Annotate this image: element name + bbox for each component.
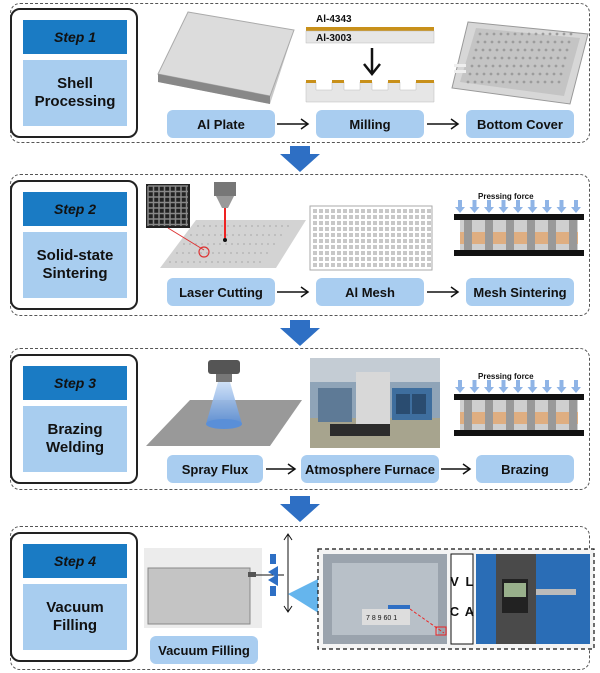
flow-arrow bbox=[441, 463, 472, 475]
step3-header: Step 3 bbox=[23, 366, 127, 400]
bottom-cover-image bbox=[451, 21, 589, 105]
step4-box: Step 4 Vacuum Filling bbox=[10, 532, 138, 662]
pill-spray-flux: Spray Flux bbox=[167, 455, 263, 483]
step2-box: Step 2 Solid-state Sintering bbox=[10, 180, 138, 310]
pill-atmosphere-furnace: Atmosphere Furnace bbox=[301, 455, 439, 483]
al-3003-label: Al-3003 bbox=[316, 33, 352, 44]
laser-cutting-image bbox=[146, 182, 306, 268]
step-transition-arrow bbox=[280, 496, 320, 522]
lavc-label: L A V C bbox=[447, 574, 477, 619]
lavc-photo-panel bbox=[317, 548, 595, 650]
flow-arrow bbox=[277, 118, 310, 130]
spray-flux-image bbox=[146, 360, 302, 446]
step-transition-arrow bbox=[280, 146, 320, 172]
al-mesh-image bbox=[309, 205, 433, 271]
step1-header: Step 1 bbox=[23, 20, 127, 54]
milled-profile bbox=[305, 80, 435, 103]
mesh-sintering-image bbox=[454, 200, 584, 256]
atmosphere-furnace-image bbox=[310, 358, 440, 448]
pill-al-plate: Al Plate bbox=[167, 110, 275, 138]
flow-arrow bbox=[427, 286, 460, 298]
pressing-force-label-2: Pressing force bbox=[478, 192, 534, 201]
step3-box: Step 3 Brazing Welding bbox=[10, 354, 138, 484]
step1-name: Shell Processing bbox=[23, 60, 127, 126]
pill-mesh-sintering: Mesh Sintering bbox=[466, 278, 574, 306]
pill-bottom-cover: Bottom Cover bbox=[466, 110, 574, 138]
vacuum-filling-image bbox=[144, 533, 320, 628]
step4-name: Vacuum Filling bbox=[23, 584, 127, 650]
al-plate-image bbox=[157, 11, 295, 104]
layer-stack bbox=[305, 27, 435, 44]
step-transition-arrow bbox=[280, 320, 320, 346]
pill-laser-cutting: Laser Cutting bbox=[167, 278, 275, 306]
down-arrow bbox=[363, 48, 381, 77]
step4-header: Step 4 bbox=[23, 544, 127, 578]
step1-box: Step 1 Shell Processing bbox=[10, 8, 138, 138]
pressing-force-label-3: Pressing force bbox=[478, 372, 534, 381]
step2-header: Step 2 bbox=[23, 192, 127, 226]
brazing-image bbox=[454, 380, 584, 436]
flow-arrow bbox=[277, 286, 310, 298]
flow-arrow bbox=[266, 463, 297, 475]
pill-milling: Milling bbox=[316, 110, 424, 138]
step2-name: Solid-state Sintering bbox=[23, 232, 127, 298]
al-4343-label: Al-4343 bbox=[316, 14, 352, 25]
pill-brazing: Brazing bbox=[476, 455, 574, 483]
flow-arrow bbox=[427, 118, 460, 130]
ruler-digits: 7 8 9 60 1 bbox=[366, 615, 398, 622]
pill-al-mesh: Al Mesh bbox=[316, 278, 424, 306]
pill-vacuum-filling: Vacuum Filling bbox=[150, 636, 258, 664]
step3-name: Brazing Welding bbox=[23, 406, 127, 472]
